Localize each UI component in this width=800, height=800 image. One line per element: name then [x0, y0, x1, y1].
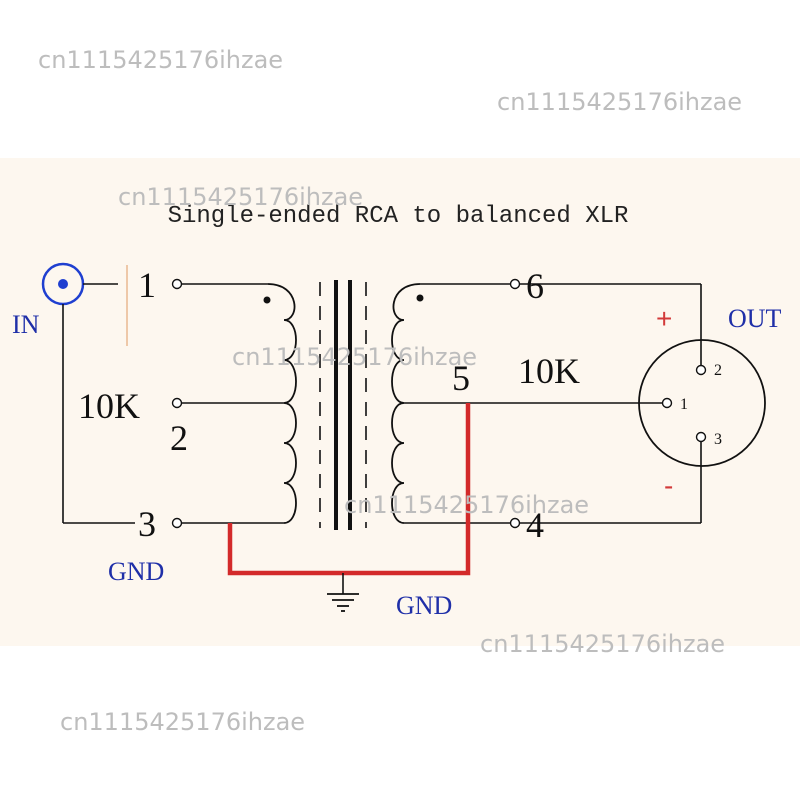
- terminal-5-label: 5: [452, 358, 470, 398]
- gnd-center-label: GND: [396, 591, 452, 620]
- terminal-6-label: 6: [526, 266, 544, 306]
- watermark: cn1115425176ihzae: [38, 46, 283, 74]
- terminal-1-label: 1: [138, 265, 156, 305]
- diagram-title: Single-ended RCA to balanced XLR: [168, 203, 629, 230]
- terminal-1: [171, 278, 183, 290]
- terminal-4-label: 4: [526, 505, 544, 545]
- xlr-pin-1: [661, 397, 673, 409]
- terminal-2-label: 2: [170, 418, 188, 458]
- xlr-output-connector: 2 1 3: [638, 339, 766, 467]
- out-label: OUT: [728, 304, 782, 333]
- xlr-pin-2-label: 2: [714, 362, 722, 379]
- secondary-coil: [391, 283, 421, 524]
- ground-symbol: [327, 573, 359, 612]
- xlr-body: [638, 339, 766, 467]
- transformer-core: [319, 280, 367, 530]
- primary-polarity-dot: [263, 296, 271, 304]
- terminal-2: [171, 397, 183, 409]
- gnd-left-label: GND: [108, 557, 164, 586]
- plus-sign: +: [656, 303, 672, 334]
- terminal-3-label: 3: [138, 504, 156, 544]
- watermark: cn1115425176ihzae: [232, 343, 477, 371]
- watermark: cn1115425176ihzae: [118, 183, 363, 211]
- ground-wire: [227, 403, 471, 576]
- xlr-pin-3: [695, 431, 707, 443]
- in-label: IN: [12, 310, 40, 339]
- terminal-6: [509, 278, 521, 290]
- rca-center-pin: [58, 279, 68, 289]
- watermark: cn1115425176ihzae: [344, 491, 589, 519]
- xlr-pin-2: [695, 364, 707, 376]
- xlr-pin-3-label: 3: [714, 431, 722, 448]
- secondary-impedance-label: 10K: [518, 351, 580, 391]
- primary-impedance-label: 10K: [78, 386, 140, 426]
- watermark: cn1115425176ihzae: [480, 630, 725, 658]
- minus-sign: -: [664, 470, 673, 501]
- watermark: cn1115425176ihzae: [497, 88, 742, 116]
- terminal-3: [171, 517, 183, 529]
- watermark: cn1115425176ihzae: [60, 708, 305, 736]
- terminal-4: [509, 517, 521, 529]
- xlr-pin-1-label: 1: [680, 396, 688, 413]
- secondary-polarity-dot: [416, 294, 424, 302]
- primary-coil: [267, 283, 297, 524]
